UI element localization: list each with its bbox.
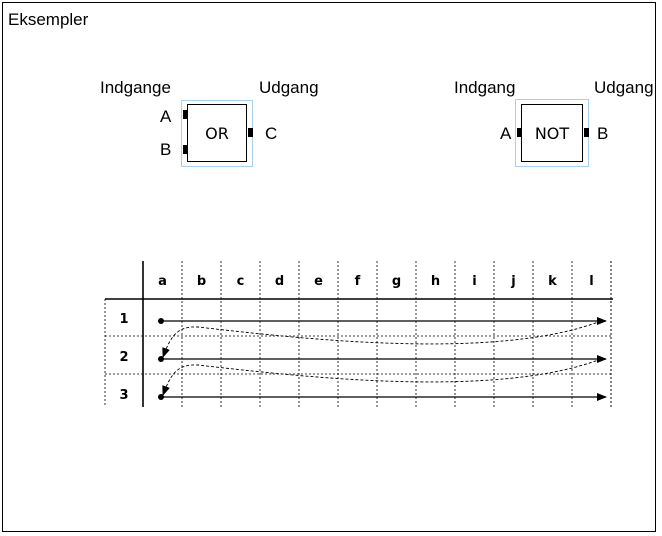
grid-column-label: k [548, 274, 557, 289]
grid-column-label: c [237, 274, 245, 289]
section-title: Eksempler [8, 10, 89, 29]
grid-column-label: a [158, 274, 167, 289]
not-input-label: Indgang [454, 78, 516, 97]
or-gate-label: OR [205, 123, 229, 143]
grid-row-label: 1 [119, 312, 128, 327]
not-gate-label: NOT [534, 123, 570, 143]
or-output-c-label: C [265, 124, 278, 143]
grid-column-label: i [472, 274, 476, 289]
grid-column-label: g [392, 274, 401, 289]
or-input-b-label: B [160, 140, 172, 159]
grid-column-label: l [589, 274, 593, 289]
or-inputs-label: Indgange [100, 78, 171, 97]
grid-column-label: j [510, 274, 515, 289]
or-output-c-port[interactable] [248, 128, 253, 137]
not-output-label: Udgang [594, 78, 654, 97]
or-gate[interactable]: OR [187, 104, 247, 162]
not-output-b-label: B [597, 124, 609, 143]
grid-column-label: f [355, 274, 361, 289]
grid-column-label: e [314, 274, 323, 289]
examples-frame [2, 2, 656, 532]
not-output-b-port[interactable] [584, 128, 589, 137]
not-input-a-port[interactable] [517, 128, 522, 137]
grid-row-label: 2 [119, 350, 128, 365]
or-input-b-port[interactable] [183, 145, 188, 154]
grid-column-label: b [197, 274, 206, 289]
not-input-a-label: A [500, 124, 512, 143]
row-wrap-arrow [162, 320, 602, 358]
not-gate[interactable]: NOT [521, 104, 583, 162]
grid-column-label: d [275, 274, 284, 289]
or-input-a-port[interactable] [183, 110, 188, 119]
grid-column-label: h [431, 274, 440, 289]
row-wrap-arrow [162, 358, 602, 396]
or-output-label: Udgang [259, 78, 319, 97]
or-input-a-label: A [160, 107, 172, 126]
grid-row-label: 3 [119, 388, 128, 403]
